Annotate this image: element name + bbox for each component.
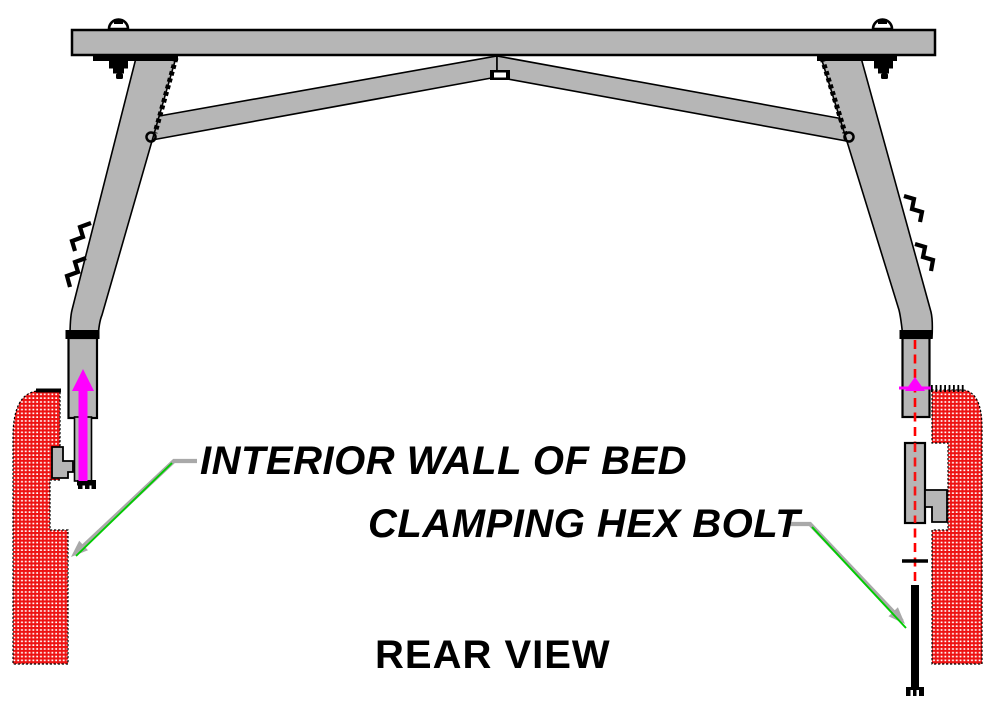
right-mount-stem [881,73,888,79]
left-clamp-bracket [51,446,74,479]
rack-legs [64,53,936,339]
support-braces [147,55,853,143]
leader-green-highlight [811,526,907,629]
leader-arrowhead-icon [71,540,88,557]
left-bed-wall [12,388,69,665]
leader-line [74,458,197,555]
left-clamp-assembly [51,330,100,489]
right-mount-nut [874,61,893,69]
left-clamp-foot-nub [85,485,90,489]
right-clamp-plate [903,441,927,525]
left-leg-hook-upper [69,221,92,252]
right-leg-joint-band [899,330,933,339]
right-mount-plate [817,55,897,61]
right-mount-nut-collar [878,68,889,74]
crossbar [70,28,937,57]
up-arrow-icon [72,369,94,481]
left-mount-plate [93,55,178,61]
right-clamp-assembly [899,330,948,696]
view-title: REAR VIEW [375,633,611,677]
left-mount-nut [109,61,128,69]
hex-head-facet-line [916,690,919,696]
left-bed-wall-section [12,390,69,665]
right-bed-wall-section [931,389,983,665]
right-leg-weld-seam [819,57,848,134]
leader-clamping-bolt [789,521,907,629]
leader-interior-wall [71,458,197,557]
left-leg-weld-seam [152,57,179,134]
right-bed-wall [931,385,983,665]
bolt-head-tab [878,19,887,24]
right-diagonal-brace [496,55,853,143]
label-interior-wall-of-bed: INTERIOR WALL OF BED [200,439,687,483]
leader-arrowhead-icon [888,607,905,624]
left-leg-hook-lower [64,256,87,288]
clamping-hex-bolt-head [906,687,924,696]
leader-line [789,521,904,623]
label-clamping-hex-bolt: CLAMPING HEX BOLT [368,502,803,546]
bolt-head-tab [114,19,123,24]
brace-apex-clip-slot [494,72,506,78]
alignment-arrow-crossbar [899,386,931,390]
left-mount-bolt [93,18,178,79]
left-clamp-base [77,480,96,486]
right-brace-joint-ring [843,131,855,143]
hex-head-facet-line [910,690,913,696]
left-brace-joint-ring [145,131,157,143]
left-clamp-foot-nub [91,485,96,489]
left-diagonal-brace [147,55,498,141]
right-leg-hook-lower [914,241,936,272]
right-clamp-foot [924,489,948,523]
left-leg-joint-band [65,330,100,339]
left-mount-stem [116,73,123,79]
right-mount-bolt [817,18,897,79]
left-clamp-foot-nub [78,485,83,489]
left-mount-nut-collar [113,68,124,74]
left-leg [69,53,179,339]
leader-green-highlight [75,462,173,557]
right-leg [818,53,934,339]
right-leg-hook-upper [903,193,925,223]
crossbar-assembly [70,18,937,79]
clamping-hex-bolt-shaft [911,585,919,688]
